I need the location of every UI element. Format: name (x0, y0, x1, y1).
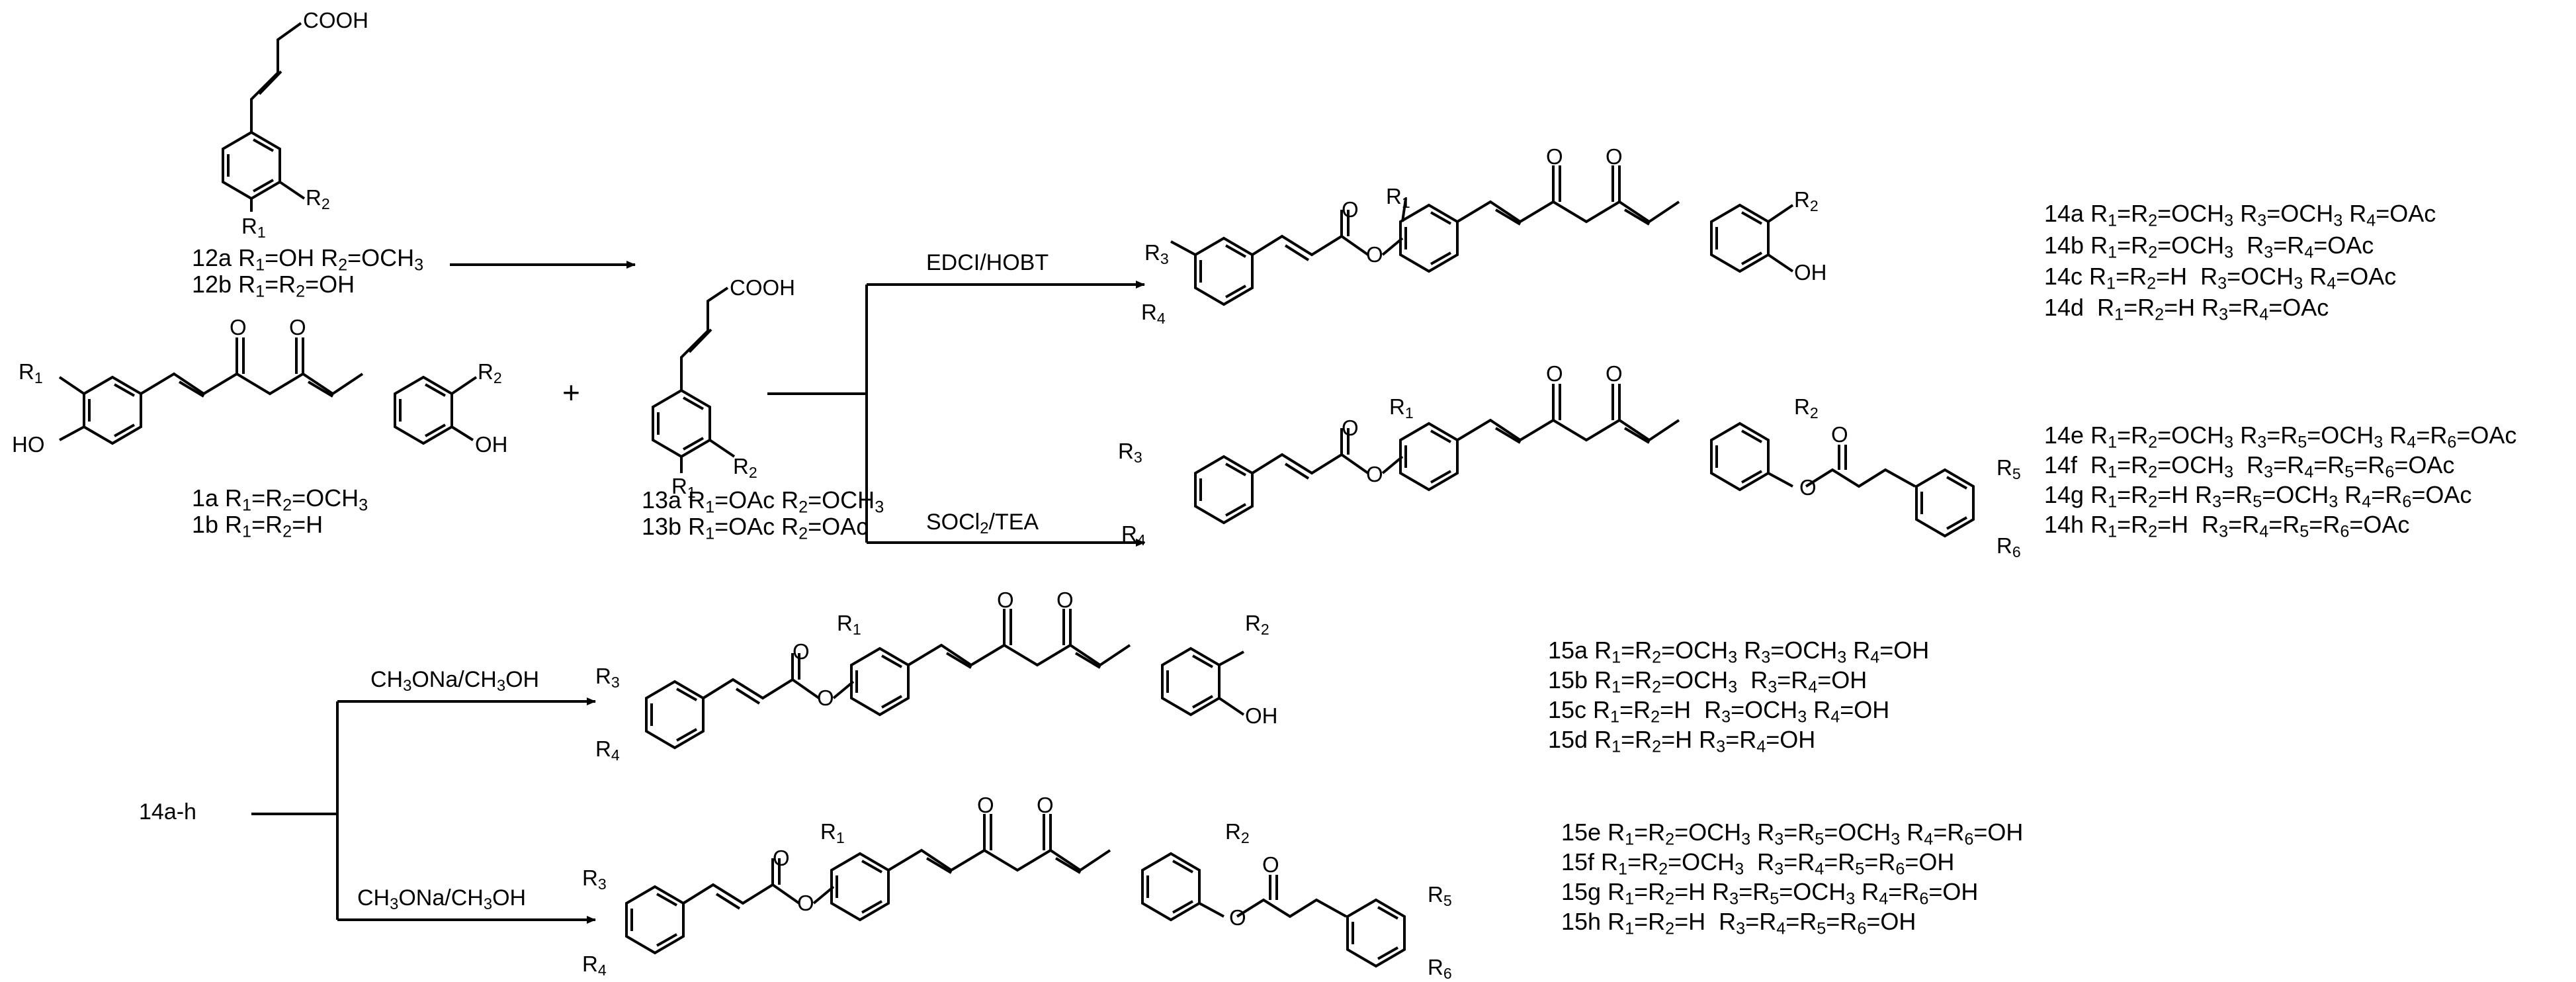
compound-13b: 13b R1=OAc R2=OAc (642, 513, 869, 543)
group-r3-14m: R3 (1144, 240, 1169, 267)
group-r5-14b: R5 (1996, 455, 2021, 482)
group-r3-14b: R3 (1118, 439, 1142, 466)
compound-15b: 15b R1=R2=OCH3 R3=R4=OH (1548, 666, 1868, 697)
group-r2-15m: R2 (1245, 611, 1269, 638)
group-r3-15m: R3 (595, 664, 620, 691)
reagent-edci-hobt: EDCI/HOBT (926, 250, 1049, 275)
compound-15d: 15d R1=R2=H R3=R4=OH (1548, 726, 1816, 756)
group-oh-14m: OH (1794, 260, 1827, 285)
group-r1-15b: R1 (820, 819, 845, 846)
group-cooh-13: COOH (730, 275, 795, 300)
structure-1 (58, 336, 478, 445)
group-o-15b-b: O (1037, 793, 1054, 817)
group-r6-15b: R6 (1428, 955, 1452, 982)
group-r1-14m: R1 (1386, 184, 1410, 211)
group-r4-15m: R4 (595, 736, 620, 764)
group-r1-15m: R1 (837, 611, 861, 638)
compound-12a: 12a R1=OH R2=OCH3 (192, 244, 424, 275)
structure-15-mono (645, 607, 1245, 749)
group-cooh-12: COOH (303, 8, 368, 32)
group-o-15b-a: O (977, 793, 994, 817)
group-ester-o-14m: O (1342, 197, 1359, 222)
group-r4-14b: R4 (1121, 521, 1146, 549)
group-r4-14m: R4 (1141, 300, 1166, 327)
group-o-14b-a: O (1546, 361, 1563, 386)
compound-14b: 14b R1=R2=OCH3 R3=R4=OAc (2044, 232, 2374, 262)
plus-sign: + (562, 375, 580, 410)
group-o-1a: O (230, 315, 247, 339)
group-r2-1: R2 (478, 359, 502, 386)
compound-14e: 14e R1=R2=OCH3 R3=R5=OCH3 R4=R6=OAc (2044, 422, 2517, 452)
group-o-14m-b: O (1606, 144, 1623, 169)
compound-1b: 1b R1=R2=H (192, 511, 323, 541)
group-ester-o2-15m: O (817, 686, 834, 710)
compound-14g: 14g R1=R2=H R3=R5=OCH3 R4=R6=OAc (2044, 481, 2472, 512)
group-o-1b: O (289, 315, 306, 339)
group-ho-1: HO (12, 432, 45, 457)
group-r4-15b: R4 (582, 952, 607, 979)
compound-1a: 1a R1=R2=OCH3 (192, 484, 368, 515)
group-ester-o-15b: O (773, 846, 790, 870)
group-r2-14b: R2 (1794, 394, 1819, 422)
group-r1-1: R1 (19, 359, 43, 386)
compound-14h: 14h R1=R2=H R3=R4=R5=R6=OAc (2044, 511, 2410, 541)
group-r2-15b: R2 (1225, 819, 1250, 846)
group-ester-o4-15b: O (1262, 852, 1279, 877)
group-r1-13: R1 (671, 474, 696, 501)
group-ester-o-14b: O (1342, 416, 1359, 440)
compound-14a: 14a R1=R2=OCH3 R3=OCH3 R4=OAc (2044, 200, 2436, 230)
group-o-14b-b: O (1606, 361, 1623, 386)
compound-15e: 15e R1=R2=OCH3 R3=R5=OCH3 R4=R6=OH (1561, 819, 2024, 849)
group-ester-o3-15b: O (1229, 905, 1246, 930)
compound-12b: 12b R1=R2=OH (192, 271, 355, 301)
compound-15f: 15f R1=R2=OCH3 R3=R4=R5=R6=OH (1561, 848, 1955, 879)
group-r3-15b: R3 (582, 866, 607, 893)
group-r1-14b: R1 (1389, 394, 1414, 422)
group-o-15m-b: O (1056, 588, 1074, 612)
group-r2-13: R2 (733, 454, 757, 481)
start-label-14a-h: 14a-h (139, 799, 196, 825)
structure-12 (222, 22, 306, 212)
structure-15-bis (625, 813, 1406, 967)
group-r5-15b: R5 (1428, 882, 1452, 909)
compound-14f: 14f R1=R2=OCH3 R3=R4=R5=R6=OAc (2044, 451, 2455, 482)
compound-13a: 13a R1=OAc R2=OCH3 (642, 486, 884, 517)
reagent-naome-2: CH3ONa/CH3OH (357, 885, 527, 913)
group-ester-o2-15b: O (797, 891, 814, 915)
compound-15h: 15h R1=R2=H R3=R4=R5=R6=OH (1561, 908, 1916, 938)
compound-15a: 15a R1=R2=OCH3 R3=OCH3 R4=OH (1548, 637, 1930, 667)
group-ester-o2-14m: O (1366, 242, 1383, 267)
group-o-14m-a: O (1546, 144, 1563, 169)
group-r2-14m: R2 (1794, 187, 1819, 214)
structure-13 (652, 287, 736, 473)
group-ester-o4-14b: O (1831, 422, 1848, 447)
group-r6-14b: R6 (1996, 533, 2021, 560)
group-r1-12: R1 (241, 214, 266, 241)
structure-14-mono (1170, 164, 1794, 306)
group-ester-o2-14b: O (1366, 462, 1383, 486)
compound-14c: 14c R1=R2=H R3=OCH3 R4=OAc (2044, 263, 2397, 293)
compound-15c: 15c R1=R2=H R3=OCH3 R4=OH (1548, 696, 1890, 727)
group-ester-o3-14b: O (1799, 475, 1817, 500)
group-oh-15m: OH (1245, 703, 1278, 728)
group-ester-o-15m: O (793, 639, 810, 664)
group-oh-1: OH (475, 432, 508, 457)
reaction-arrows (251, 261, 1145, 924)
reagent-socl2-tea: SOCl2/TEA (926, 510, 1039, 537)
structure-14-bis (1194, 382, 1975, 537)
group-r2-12: R2 (306, 185, 330, 212)
group-o-15m-a: O (997, 588, 1014, 612)
compound-14d: 14d R1=R2=H R3=R4=OAc (2044, 294, 2329, 324)
reagent-naome-1: CH3ONa/CH3OH (370, 667, 540, 695)
compound-15g: 15g R1=R2=H R3=R5=OCH3 R4=R6=OH (1561, 878, 1979, 909)
